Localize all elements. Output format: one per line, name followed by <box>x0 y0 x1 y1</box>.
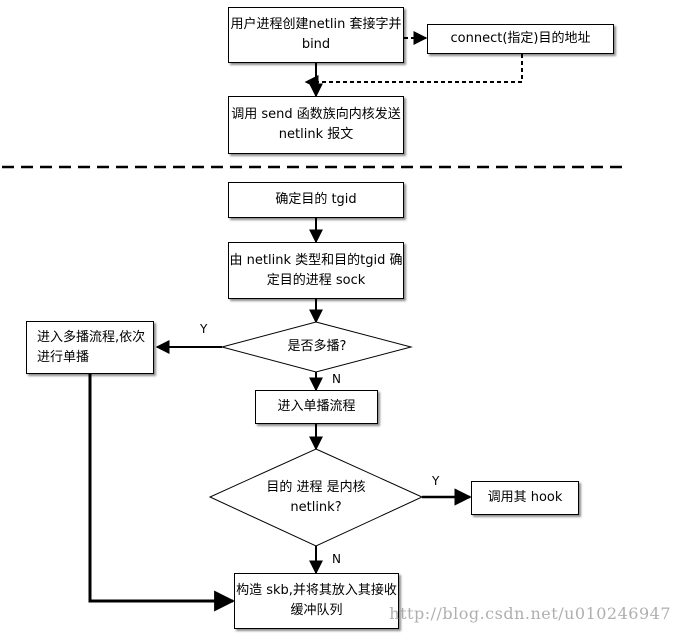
label-multicast-yes: Y <box>200 322 208 336</box>
decision-kernel-shape <box>208 448 424 547</box>
node-create-socket: 用户进程创建netlin 套接字并 bind <box>228 7 404 63</box>
node-unicast-flow: 进入单播流程 <box>255 390 378 424</box>
node-call-hook: 调用其 hook <box>471 481 579 515</box>
decision-kernel: 目的 进程 是内核 netlink? <box>260 477 372 519</box>
node-multicast-flow-text: 进入多播流程,依次进行单播 <box>37 329 146 365</box>
label-multicast-no: N <box>332 372 341 386</box>
node-connect-address-text: connect(指定)目的地址 <box>450 31 591 46</box>
watermark: http://blog.csdn.net/u010246947 <box>389 604 671 623</box>
node-build-skb: 构造 skb,并将其放入其接收缓冲队列 <box>234 573 399 629</box>
edge-multicast-to-skb <box>88 374 236 612</box>
node-find-socket-text: 由 netlink 类型和目的tgid 确定目的进程 sock <box>229 252 403 288</box>
decision-multicast-shape <box>220 321 413 373</box>
decision-multicast: 是否多播? <box>252 335 382 359</box>
decision-multicast-text: 是否多播? <box>287 339 347 354</box>
node-determine-tgid: 确定目的 tgid <box>228 182 404 218</box>
node-unicast-flow-text: 进入单播流程 <box>277 399 356 414</box>
edge-connect-back <box>304 54 523 89</box>
node-connect-address: connect(指定)目的地址 <box>427 24 614 54</box>
node-determine-tgid-text: 确定目的 tgid <box>275 192 357 207</box>
label-kernel-yes: Y <box>432 474 440 488</box>
decision-kernel-text: 目的 进程 是内核 netlink? <box>266 480 366 515</box>
node-find-socket: 由 netlink 类型和目的tgid 确定目的进程 sock <box>228 242 404 299</box>
node-build-skb-text: 构造 skb,并将其放入其接收缓冲队列 <box>236 583 397 618</box>
node-multicast-flow: 进入多播流程,依次进行单播 <box>26 321 154 374</box>
node-send-message-text: 调用 send 函数族向内核发送 netlink 报文 <box>231 107 401 142</box>
node-call-hook-text: 调用其 hook <box>487 490 563 505</box>
node-send-message: 调用 send 函数族向内核发送 netlink 报文 <box>228 96 404 154</box>
label-kernel-no: N <box>332 552 341 566</box>
node-create-socket-text: 用户进程创建netlin 套接字并 bind <box>230 17 402 52</box>
